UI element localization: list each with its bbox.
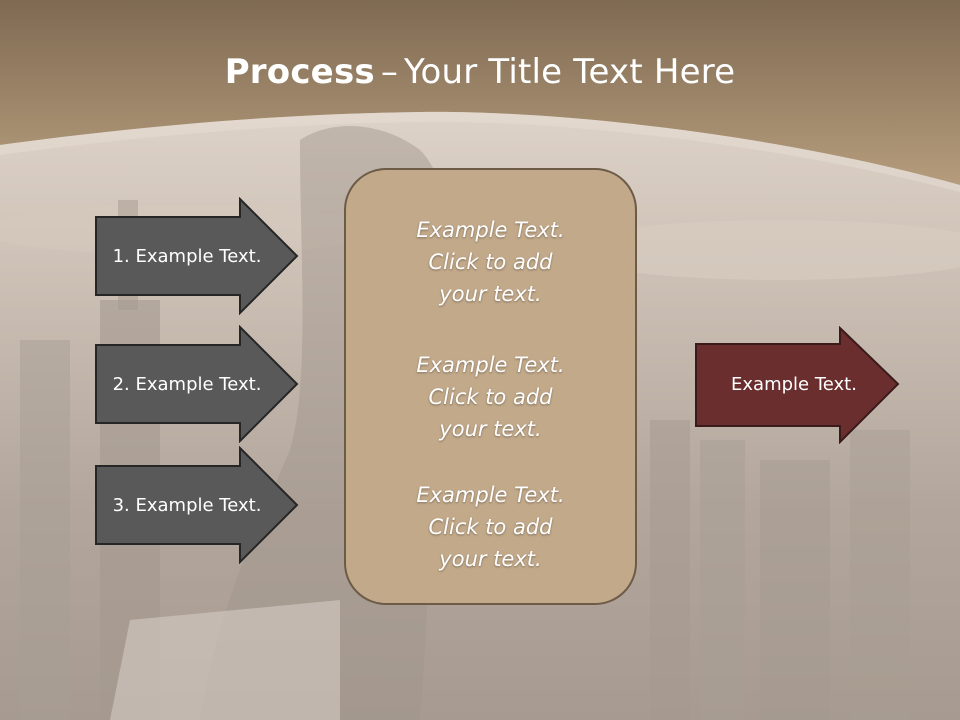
left-arrow-3-label: 3. Example Text. [112, 494, 262, 516]
left-arrow-2-shape [95, 325, 299, 443]
left-arrow-3: 3. Example Text. [94, 446, 299, 564]
center-block-3-line3: your text. [439, 547, 542, 571]
left-arrow-2: 2. Example Text. [94, 325, 299, 443]
left-arrow-1-shape [95, 197, 299, 315]
center-block-1-line2: Click to add [428, 250, 553, 274]
right-arrow: Example Text. [694, 326, 900, 444]
center-block-2-line3: your text. [439, 417, 542, 441]
center-block-2-line1: Example Text. [416, 353, 565, 377]
center-block-2-line2: Click to add [428, 385, 553, 409]
center-block-1-line1: Example Text. [416, 218, 565, 242]
title-bold: Process [224, 52, 375, 92]
left-arrow-3-shape [95, 446, 299, 564]
center-box: Example Text. Click to add your text. Ex… [344, 168, 637, 605]
left-arrow-1: 1. Example Text. [94, 197, 299, 315]
center-block-2: Example Text. Click to add your text. [346, 349, 635, 445]
center-block-1: Example Text. Click to add your text. [346, 214, 635, 310]
title-rest: Your Title Text Here [404, 52, 736, 92]
right-arrow-label: Example Text. [731, 373, 857, 395]
left-arrow-2-label: 2. Example Text. [112, 373, 262, 395]
center-block-3-line1: Example Text. [416, 483, 565, 507]
center-block-3-line2: Click to add [428, 515, 553, 539]
title-separator: – [380, 52, 399, 92]
slide-title: Process–Your Title Text Here [0, 52, 960, 92]
center-block-1-line3: your text. [439, 282, 542, 306]
right-arrow-shape [695, 326, 900, 444]
left-arrow-1-label: 1. Example Text. [112, 245, 262, 267]
center-block-3: Example Text. Click to add your text. [346, 479, 635, 575]
